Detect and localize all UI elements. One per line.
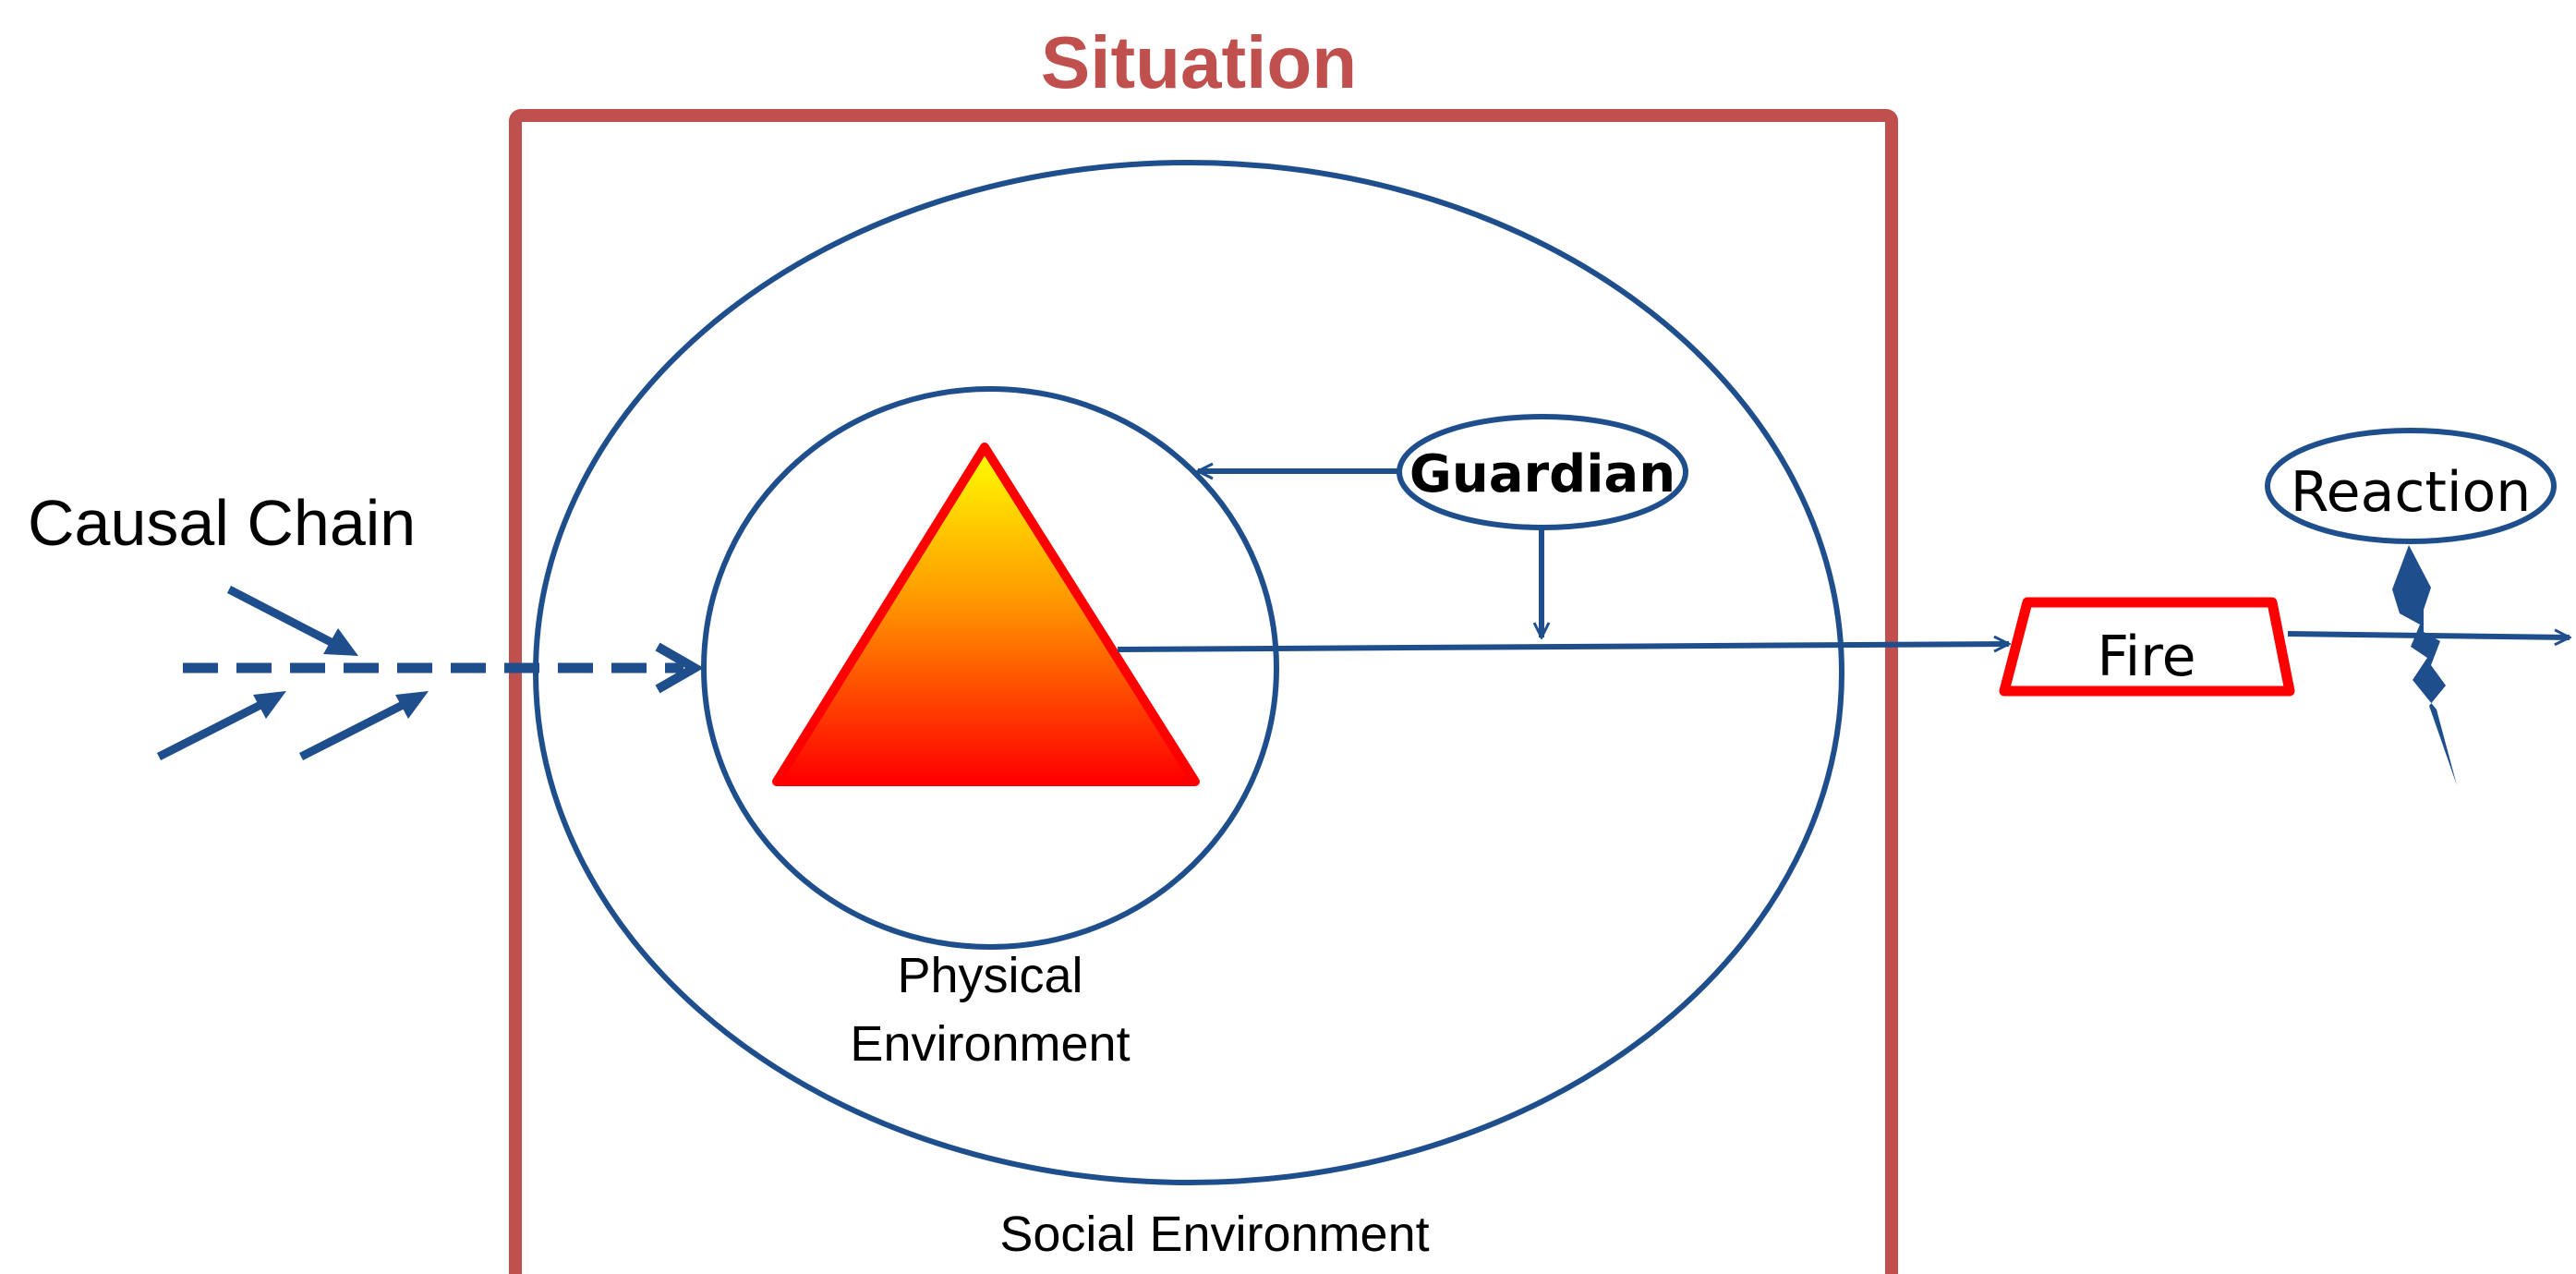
situation-title: Situation: [1041, 21, 1357, 103]
reaction-label: Reaction: [2291, 460, 2532, 525]
causal-chain-label: Causal Chain: [28, 487, 416, 559]
fire-box: [1999, 597, 2295, 697]
situation-frame: [509, 109, 1898, 1274]
causal-chain-arrows: [156, 586, 705, 761]
physical-environment-label-line2: Environment: [850, 1016, 1130, 1072]
guardian-label: Guardian: [1409, 444, 1675, 504]
social-environment-ellipse: [533, 160, 1844, 1185]
physical-environment-label-line1: Physical: [897, 948, 1082, 1003]
lightning-bolt-icon: [2392, 545, 2457, 785]
fire-triangle: [772, 443, 1200, 786]
reaction-ellipse: [2265, 428, 2557, 544]
fire-label: Fire: [2097, 625, 2195, 689]
triangle-to-fire-arrow: [1117, 644, 2009, 649]
social-environment-label: Social Environment: [999, 1207, 1429, 1262]
